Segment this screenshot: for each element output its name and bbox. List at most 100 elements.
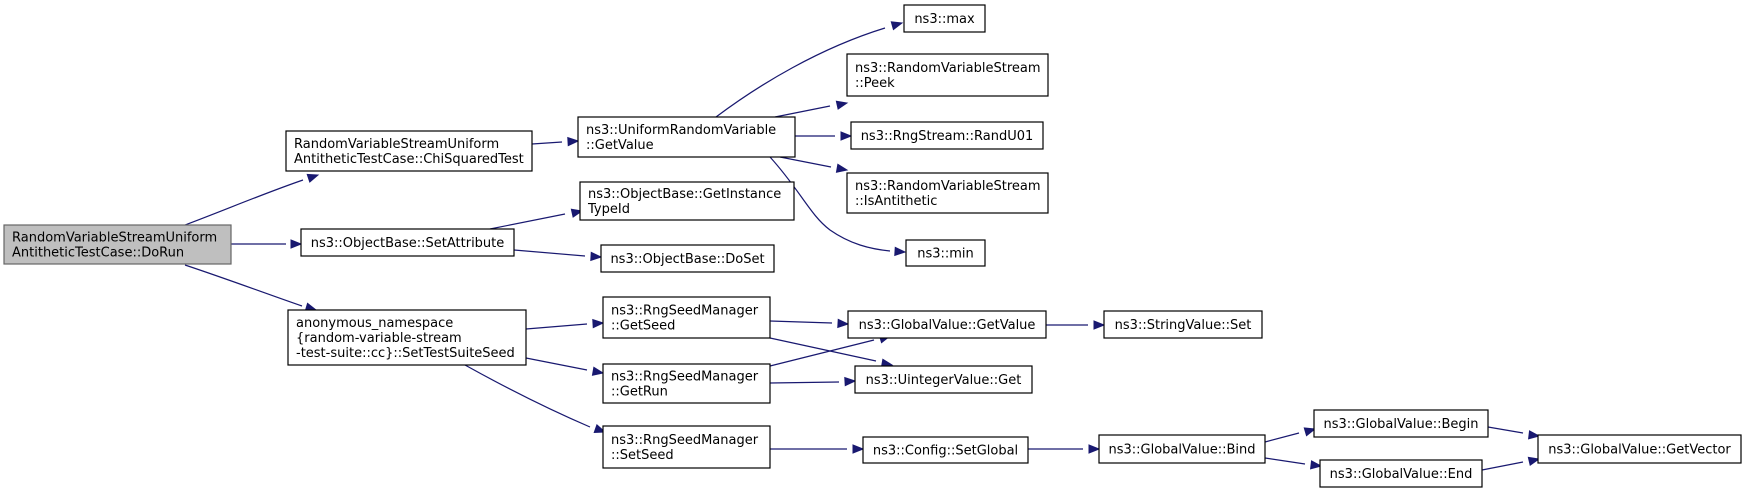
node-peek[interactable]: ns3::RandomVariableStream::Peek [846, 53, 1049, 97]
node-label-line: ns3::ObjectBase::DoSet [610, 252, 764, 267]
arrowhead-icon [290, 239, 303, 249]
arrowhead-icon [1303, 427, 1317, 437]
edge-uniformgetvalue-to-max [715, 21, 904, 118]
edge-getseed-to-uintget [769, 337, 894, 368]
node-bind[interactable]: ns3::GlobalValue::Bind [1098, 434, 1266, 464]
node-box [905, 239, 986, 267]
arrowhead-icon [890, 21, 904, 31]
node-label-line: ns3::GlobalValue::GetValue [859, 318, 1036, 333]
edge-settestsuite-to-setseed [464, 364, 607, 433]
node-uintget[interactable]: ns3::UintegerValue::Get [854, 365, 1033, 394]
edge-chisq-to-uniformgetvalue [531, 136, 580, 147]
arrowhead-icon [591, 366, 605, 376]
node-setattr[interactable]: ns3::ObjectBase::SetAttribute [300, 228, 515, 257]
node-box [602, 363, 771, 404]
edge-bind-to-begin [1264, 427, 1317, 443]
node-min[interactable]: ns3::min [905, 239, 986, 267]
node-box [846, 172, 1049, 214]
node-box [1103, 310, 1263, 339]
node-randu01[interactable]: ns3::RngStream::RandU01 [850, 121, 1044, 150]
edge-line [525, 357, 588, 371]
node-box [846, 53, 1049, 97]
edge-getseed-to-gvgetvalue [769, 318, 850, 329]
edge-line [184, 264, 303, 307]
node-uniformgetvalue[interactable]: ns3::UniformRandomVariable::GetValue [577, 116, 796, 158]
node-label-line: ns3::Config::SetGlobal [873, 444, 1018, 459]
edge-setseed-to-setglobal [770, 444, 865, 454]
node-label-line: ::SetSeed [611, 448, 674, 463]
node-label-line: ns3::RandomVariableStream [855, 179, 1041, 194]
node-isantithetic[interactable]: ns3::RandomVariableStream::IsAntithetic [846, 172, 1049, 214]
arrowhead-icon [306, 173, 320, 183]
edge-line [769, 337, 877, 362]
edge-uniformgetvalue-to-randu01 [795, 131, 853, 141]
edge-line [769, 381, 840, 384]
node-begin[interactable]: ns3::GlobalValue::Begin [1313, 409, 1489, 438]
edge-setattr-to-doset [513, 249, 603, 262]
node-getseed[interactable]: ns3::RngSeedManager::GetSeed [602, 296, 771, 339]
edge-end-to-getvector [1481, 456, 1541, 471]
node-label-line: ns3::UintegerValue::Get [866, 373, 1022, 388]
arrowhead-icon [590, 251, 603, 262]
node-label-line: AntitheticTestCase::DoRun [12, 246, 184, 261]
node-box [602, 296, 771, 339]
node-getrun[interactable]: ns3::RngSeedManager::GetRun [602, 363, 771, 404]
node-setseed[interactable]: ns3::RngSeedManager::SetSeed [602, 425, 771, 469]
arrowhead-icon [840, 131, 853, 141]
node-getvector[interactable]: ns3::GlobalValue::GetVector [1537, 434, 1742, 464]
node-box [1319, 459, 1483, 488]
edge-line [769, 320, 833, 324]
edge-settestsuite-to-getrun [525, 357, 605, 376]
edge-line [525, 323, 588, 330]
node-chisq[interactable]: RandomVariableStreamUniformAntitheticTes… [285, 130, 533, 172]
node-settestsuite[interactable]: anonymous_namespace{random-variable-stre… [287, 309, 527, 366]
edge-uniformgetvalue-to-peek [774, 100, 849, 118]
node-label-line: ns3::StringValue::Set [1115, 318, 1252, 333]
arrowhead-icon [1527, 456, 1541, 467]
node-gvgetvalue[interactable]: ns3::GlobalValue::GetValue [847, 310, 1047, 339]
edge-getrun-to-gvgetvalue [769, 334, 892, 367]
node-stringset[interactable]: ns3::StringValue::Set [1103, 310, 1263, 339]
edge-setattr-to-gettypeid [489, 208, 584, 230]
node-doset[interactable]: ns3::ObjectBase::DoSet [600, 244, 775, 273]
node-box [579, 181, 795, 221]
edge-line [1481, 461, 1524, 471]
node-box [847, 310, 1047, 339]
node-label-line: ns3::ObjectBase::SetAttribute [311, 236, 505, 251]
edge-dorun-to-setattr [231, 239, 303, 249]
node-label-line: AntitheticTestCase::ChiSquaredTest [294, 152, 524, 167]
node-label-line: ns3::RngSeedManager [611, 304, 759, 319]
edge-line [513, 249, 586, 257]
node-box [3, 224, 232, 265]
node-box [602, 425, 771, 469]
node-box [285, 130, 533, 172]
node-label-line: ns3::GlobalValue::Bind [1109, 443, 1256, 458]
edge-line [715, 27, 886, 118]
edge-line [774, 105, 831, 118]
node-setglobal[interactable]: ns3::Config::SetGlobal [862, 436, 1029, 464]
edge-gvgetvalue-to-stringset [1046, 320, 1106, 330]
node-dorun[interactable]: RandomVariableStreamUniformAntitheticTes… [3, 224, 232, 265]
arrowhead-icon [1310, 460, 1323, 470]
node-label-line: ns3::RngSeedManager [611, 433, 759, 448]
arrowhead-icon [852, 444, 865, 454]
node-label-line: ns3::ObjectBase::GetInstance [588, 187, 781, 202]
edges-layer [184, 21, 1541, 471]
edge-bind-to-end [1264, 457, 1323, 470]
edge-line [184, 179, 304, 226]
nodes-layer: RandomVariableStreamUniformAntitheticTes… [3, 4, 1742, 488]
arrowhead-icon [1093, 320, 1106, 330]
node-box [862, 436, 1029, 464]
node-label-line: ns3::GlobalValue::Begin [1324, 417, 1479, 432]
edge-uniformgetvalue-to-isantithetic [779, 156, 849, 173]
node-end[interactable]: ns3::GlobalValue::End [1319, 459, 1483, 488]
node-label-line: -test-suite::cc}::SetTestSuiteSeed [296, 346, 515, 361]
edge-getrun-to-uintget [769, 376, 857, 387]
node-label-line: RandomVariableStreamUniform [12, 231, 217, 246]
arrowhead-icon [570, 208, 584, 218]
node-max[interactable]: ns3::max [903, 4, 986, 33]
node-label-line: ::GetSeed [611, 319, 675, 334]
arrowhead-icon [1088, 444, 1101, 454]
arrowhead-icon [844, 376, 857, 387]
